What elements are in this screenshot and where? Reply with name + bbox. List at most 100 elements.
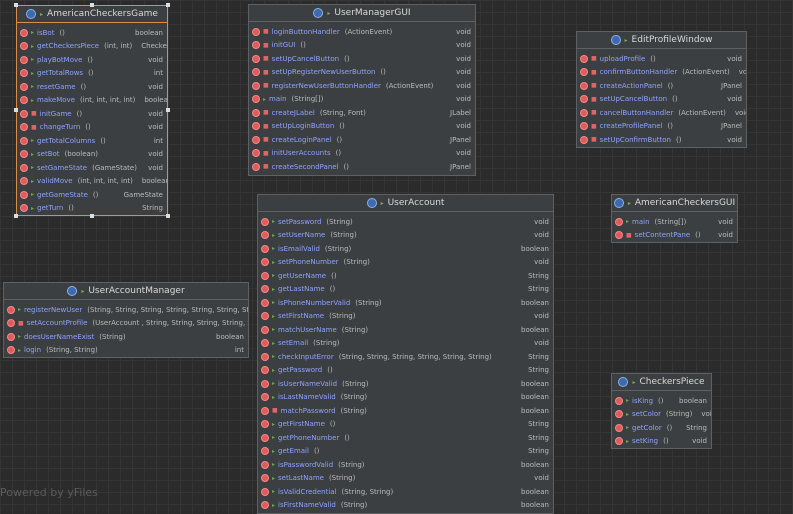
method-return-type: JPanel bbox=[721, 81, 742, 90]
method-row[interactable]: ▸isPasswordValid(String)boolean bbox=[258, 458, 553, 472]
class-header[interactable]: ▸CheckersPiece bbox=[612, 374, 711, 391]
method-row[interactable]: ▸setEmail(String)void bbox=[258, 337, 553, 351]
method-return-type: void bbox=[727, 54, 742, 63]
method-row[interactable]: ■setUpConfirmButton()void bbox=[577, 133, 746, 147]
method-name: playBotMove bbox=[37, 55, 83, 64]
method-row[interactable]: ▸makeMove(int, int, int, int)boolean bbox=[17, 94, 167, 108]
class-header[interactable]: ▸AmericanCheckersGame bbox=[17, 6, 167, 23]
method-row[interactable]: ▸getPassword()String bbox=[258, 364, 553, 378]
method-row[interactable]: ▸getEmail()String bbox=[258, 445, 553, 459]
method-row[interactable]: ■registerNewUserButtonHandler(ActionEven… bbox=[249, 79, 475, 93]
method-row[interactable]: ▸registerNewUser(String, String, String,… bbox=[4, 303, 248, 317]
class-header[interactable]: ▸UserAccountManager bbox=[4, 283, 248, 300]
method-row[interactable]: ■uploadProfile()void bbox=[577, 52, 746, 66]
class-american-checkers-gui[interactable]: ▸AmericanCheckersGUI ▸main(String[])void■… bbox=[611, 194, 738, 243]
method-row[interactable]: ▸matchUserName(String)boolean bbox=[258, 323, 553, 337]
method-row[interactable]: ▸getTotalRows()int bbox=[17, 67, 167, 81]
method-row[interactable]: ▸checkInputError(String, String, String,… bbox=[258, 350, 553, 364]
method-row[interactable]: ▸setColor(String)void bbox=[612, 408, 711, 422]
method-row[interactable]: ■loginButtonHandler(ActionEvent)void bbox=[249, 25, 475, 39]
method-row[interactable]: ▸isLastNameValid(String)boolean bbox=[258, 391, 553, 405]
selection-handle[interactable] bbox=[14, 214, 18, 218]
class-edit-profile-window[interactable]: ▸EditProfileWindow■uploadProfile()void■c… bbox=[576, 31, 747, 148]
selection-handle[interactable] bbox=[14, 108, 18, 112]
method-row[interactable]: ■setUpLoginButton()void bbox=[249, 120, 475, 134]
public-visibility-icon: ▸ bbox=[327, 9, 331, 17]
method-row[interactable]: ▸isEmailValid(String)boolean bbox=[258, 242, 553, 256]
method-row[interactable]: ▸main(String[])void bbox=[612, 215, 737, 229]
method-row[interactable]: ▸setUserName(String)void bbox=[258, 229, 553, 243]
private-visibility-icon: ■ bbox=[591, 122, 597, 130]
method-row[interactable]: ▸getPhoneNumber()String bbox=[258, 431, 553, 445]
method-row[interactable]: ■changeTurn()void bbox=[17, 121, 167, 135]
method-row[interactable]: ▸isPhoneNumberValid(String)boolean bbox=[258, 296, 553, 310]
method-row[interactable]: ▸main(String[])void bbox=[249, 93, 475, 107]
method-row[interactable]: ■confirmButtonHandler(ActionEvent)void bbox=[577, 66, 746, 80]
method-row[interactable]: ■matchPassword(String)boolean bbox=[258, 404, 553, 418]
method-row[interactable]: ▸setBot(boolean)void bbox=[17, 148, 167, 162]
method-row[interactable]: ▸isValidCredential(String, String)boolea… bbox=[258, 485, 553, 499]
method-icon bbox=[20, 163, 28, 172]
method-row[interactable]: ▸resetGame()void bbox=[17, 80, 167, 94]
method-row[interactable]: ▸getTurn()String bbox=[17, 202, 167, 216]
method-row[interactable]: ▸getGameState()GameState bbox=[17, 188, 167, 202]
method-row[interactable]: ■setAccountProfile(UserAccount , String,… bbox=[4, 317, 248, 331]
method-row[interactable]: ▸isUserNameValid(String)boolean bbox=[258, 377, 553, 391]
method-row[interactable]: ▸setGameState(GameState)void bbox=[17, 161, 167, 175]
method-row[interactable]: ■setUpRegisterNewUserButton()void bbox=[249, 66, 475, 80]
method-row[interactable]: ■initGame()void bbox=[17, 107, 167, 121]
class-header[interactable]: ▸UserManagerGUI bbox=[249, 5, 475, 22]
method-row[interactable]: ■setUpCancelButton()void bbox=[249, 52, 475, 66]
method-row[interactable]: ▸isBot()boolean bbox=[17, 26, 167, 40]
class-user-manager-gui[interactable]: ▸UserManagerGUI ■loginButtonHandler(Actio… bbox=[248, 4, 476, 176]
method-row[interactable]: ▸validMove(int, int, int, int)boolean bbox=[17, 175, 167, 189]
method-row[interactable]: ▸setPhoneNumber(String)void bbox=[258, 256, 553, 270]
selection-handle[interactable] bbox=[166, 214, 170, 218]
method-row[interactable]: ▸getColor()String bbox=[612, 421, 711, 435]
method-row[interactable]: ■initGUI()void bbox=[249, 39, 475, 53]
class-header[interactable]: ▸UserAccount bbox=[258, 195, 553, 212]
method-row[interactable]: ▸getCheckersPiece(int, int)CheckersPiece bbox=[17, 40, 167, 54]
selection-handle[interactable] bbox=[90, 3, 94, 7]
class-user-account-manager[interactable]: ▸UserAccountManager ▸registerNewUser(Stri… bbox=[3, 282, 249, 358]
method-row[interactable]: ▸setLastName(String)void bbox=[258, 472, 553, 486]
method-row[interactable]: ▸isKing()boolean bbox=[612, 394, 711, 408]
class-header[interactable]: ▸EditProfileWindow bbox=[577, 32, 746, 49]
method-row[interactable]: ■createJLabel(String, Font)JLabel bbox=[249, 106, 475, 120]
method-row[interactable]: ■setContentPane()void bbox=[612, 229, 737, 243]
method-row[interactable]: ■createSecondPanel()JPanel bbox=[249, 160, 475, 174]
method-row[interactable]: ▸setFirstName(String)void bbox=[258, 310, 553, 324]
method-row[interactable]: ■createActionPanel()JPanel bbox=[577, 79, 746, 93]
method-row[interactable]: ■createProfilePanel()JPanel bbox=[577, 120, 746, 134]
method-row[interactable]: ■setUpCancelButton()void bbox=[577, 93, 746, 107]
method-row[interactable]: ■initUserAccounts()void bbox=[249, 147, 475, 161]
method-params: (String) bbox=[355, 298, 382, 307]
class-user-account[interactable]: ▸UserAccount▸setPassword(String)void▸set… bbox=[257, 194, 554, 514]
method-params: (String) bbox=[340, 393, 368, 402]
method-row[interactable]: ▸isFirstNameValid(String)boolean bbox=[258, 499, 553, 513]
method-row[interactable]: ▸getTotalColumns()int bbox=[17, 134, 167, 148]
class-american-checkers-game[interactable]: ▸AmericanCheckersGame▸isBot()boolean▸get… bbox=[16, 5, 168, 216]
method-row[interactable]: ▸setKing()void bbox=[612, 435, 711, 449]
method-row[interactable]: ▸playBotMove()void bbox=[17, 53, 167, 67]
method-name: isPasswordValid bbox=[278, 460, 334, 469]
class-checkers-piece[interactable]: ▸CheckersPiece ▸isKing()boolean▸setColor(… bbox=[611, 373, 712, 449]
method-row[interactable]: ▸getFirstName()String bbox=[258, 418, 553, 432]
method-name: validMove bbox=[37, 177, 73, 186]
method-row[interactable]: ▸doesUserNameExist(String)boolean bbox=[4, 330, 248, 344]
method-row[interactable]: ▸setPassword(String)void bbox=[258, 215, 553, 229]
selection-handle[interactable] bbox=[166, 108, 170, 112]
selection-handle[interactable] bbox=[166, 3, 170, 7]
method-row[interactable]: ■createLoginPanel()JPanel bbox=[249, 133, 475, 147]
method-name: resetGame bbox=[37, 82, 76, 91]
method-row[interactable]: ▸getUserName()String bbox=[258, 269, 553, 283]
selection-handle[interactable] bbox=[90, 214, 94, 218]
class-header[interactable]: ▸AmericanCheckersGUI bbox=[612, 195, 737, 212]
public-visibility-icon: ▸ bbox=[272, 299, 276, 307]
method-row[interactable]: ▸getLastName()String bbox=[258, 283, 553, 297]
method-icon bbox=[615, 217, 623, 226]
selection-handle[interactable] bbox=[14, 3, 18, 7]
method-icon bbox=[261, 447, 269, 456]
method-row[interactable]: ■cancelButtonHandler(ActionEvent)void bbox=[577, 106, 746, 120]
method-row[interactable]: ▸login(String, String)int bbox=[4, 344, 248, 358]
